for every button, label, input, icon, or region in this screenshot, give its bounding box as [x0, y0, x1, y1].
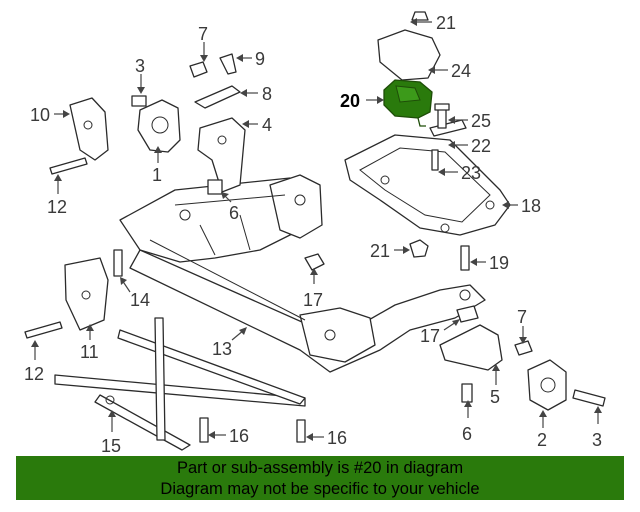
callout-1: 1 [152, 165, 162, 185]
plate-22 [429, 119, 467, 137]
callout-12b: 12 [24, 364, 44, 384]
callout-14: 14 [130, 290, 150, 310]
bolt-12a [49, 157, 88, 175]
callout-23: 23 [461, 163, 481, 183]
callout-18: 18 [521, 196, 541, 216]
bolt-23 [431, 149, 439, 171]
callout-24: 24 [451, 61, 471, 81]
callout-6a: 6 [229, 203, 239, 223]
callout-20: 20 [340, 91, 360, 111]
callout-3b: 3 [592, 430, 602, 450]
callout-4: 4 [262, 115, 272, 135]
bolt-25 [434, 103, 450, 129]
callout-12a: 12 [47, 197, 67, 217]
heat-shield-8 [194, 85, 241, 109]
rear-crossmember [344, 134, 511, 236]
stop-17-left [304, 253, 325, 271]
transmission-mount-20[interactable] [383, 79, 433, 127]
stop-7-top [189, 61, 208, 78]
leader-lines [31, 18, 602, 441]
bolt-12b [24, 321, 63, 339]
callout-2: 2 [537, 430, 547, 450]
bracket-5 [439, 324, 503, 371]
nut-21-lower [409, 239, 429, 258]
brace [54, 317, 306, 451]
bolt-6a [207, 179, 223, 195]
bracket-10 [69, 97, 109, 161]
callout-7a: 7 [198, 24, 208, 44]
callout-22: 22 [471, 136, 491, 156]
mount-bracket-24 [377, 11, 441, 81]
engine-mount-left [137, 99, 181, 153]
callout-21b: 21 [370, 241, 390, 261]
callout-labels: 1 2 3 3 4 5 6 6 7 7 8 9 10 11 12 12 13 1… [24, 13, 602, 456]
callout-5: 5 [490, 387, 500, 407]
callout-16a: 16 [229, 426, 249, 446]
bolt-16a [199, 417, 209, 443]
banner-line-1: Part or sub-assembly is #20 in diagram [176, 459, 464, 477]
callout-7b: 7 [517, 307, 527, 327]
stop-17-right [456, 305, 479, 323]
bolt-9 [219, 53, 237, 75]
callout-17b: 17 [420, 326, 440, 346]
bolt-3a [131, 95, 147, 107]
callout-10: 10 [30, 105, 50, 125]
callout-25: 25 [471, 111, 491, 131]
info-banner: Part or sub-assembly is #20 in diagram D… [16, 456, 624, 500]
callout-15: 15 [101, 436, 121, 456]
callout-3a: 3 [135, 56, 145, 76]
callout-11: 11 [80, 342, 99, 362]
callout-8: 8 [262, 84, 272, 104]
callout-19: 19 [489, 253, 509, 273]
bolt-19 [460, 245, 470, 271]
parts-diagram: 1 2 3 3 4 5 6 6 7 7 8 9 10 11 12 12 13 1… [24, 11, 606, 456]
callout-9: 9 [255, 49, 265, 69]
callout-13: 13 [212, 339, 232, 359]
callout-17a: 17 [303, 290, 323, 310]
callout-21a: 21 [436, 13, 456, 33]
callout-16b: 16 [327, 428, 347, 448]
banner-line-2: Diagram may not be specific to your vehi… [160, 480, 480, 498]
bolt-14 [113, 249, 123, 277]
bolt-16b [296, 419, 306, 443]
bolt-6b [461, 383, 473, 403]
callout-6b: 6 [462, 424, 472, 444]
subframe-crossmember [119, 174, 486, 373]
bracket-11 [64, 257, 109, 331]
bolt-3b [572, 389, 606, 407]
engine-mount-right-2 [527, 359, 567, 411]
bracket-4 [197, 117, 246, 193]
